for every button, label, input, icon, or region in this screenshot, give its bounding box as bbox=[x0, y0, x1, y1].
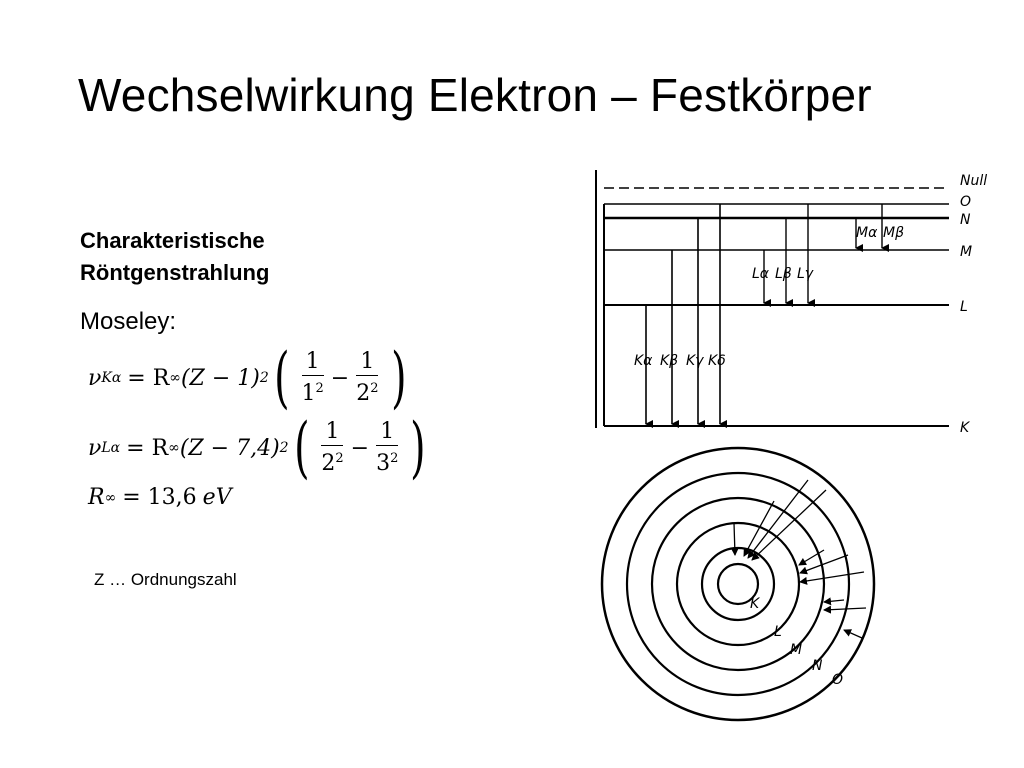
fraction-2-numerator: 1 bbox=[356, 349, 379, 376]
shell-label-k: K bbox=[750, 596, 761, 612]
formula-rhs-sub: ∞ bbox=[169, 370, 181, 386]
shell-n bbox=[625, 471, 851, 697]
xray-diagram: Null O N M L K Kα Kβ Kγ Kδ Lα Lβ Lγ Mα M… bbox=[595, 170, 987, 722]
label-m-beta: Mβ bbox=[883, 225, 904, 241]
arrow-o-to-m bbox=[823, 605, 867, 614]
formula-rhs-sub: ∞ bbox=[168, 440, 180, 456]
arrow-m-to-k bbox=[743, 500, 775, 557]
level-label-o: O bbox=[960, 194, 971, 210]
shell-k-outer bbox=[700, 546, 776, 622]
fraction-2: 1 32 bbox=[372, 419, 402, 477]
arrow-o-to-l bbox=[799, 571, 865, 585]
formula-rhs-a: = R bbox=[127, 365, 170, 391]
shell-label-n: N bbox=[812, 658, 823, 674]
formula-lhs: ν bbox=[88, 435, 102, 461]
label-m-alpha: Mα bbox=[856, 225, 878, 241]
formula-lhs-sub: Lα bbox=[101, 440, 121, 456]
label-k-delta: Kδ bbox=[708, 353, 726, 369]
formula-lhs: ν bbox=[88, 365, 102, 391]
fraction-1-numerator: 1 bbox=[321, 419, 344, 446]
minus-sign: − bbox=[350, 435, 370, 461]
fraction-1-numerator: 1 bbox=[301, 349, 324, 376]
arrow-m-to-l bbox=[798, 549, 825, 566]
slide-title: Wechselwirkung Elektron – Festkörper bbox=[78, 69, 872, 121]
ordnungszahl-note: Z … Ordnungszahl bbox=[94, 570, 237, 589]
formula-rhs-sup: 2 bbox=[279, 440, 289, 456]
level-label-n: N bbox=[960, 212, 971, 228]
label-k-gamma: Kγ bbox=[686, 353, 704, 369]
arrow-n-to-k bbox=[747, 479, 809, 559]
subtitle-line-1: Charakteristische bbox=[80, 228, 265, 253]
fraction-1-denominator: 12 bbox=[301, 381, 324, 406]
arrow-o-to-k bbox=[751, 489, 827, 561]
arrow-l-to-k bbox=[730, 522, 739, 556]
fraction-1-denominator: 22 bbox=[321, 451, 344, 476]
shell-m bbox=[650, 496, 826, 672]
shell-diagram bbox=[600, 446, 876, 722]
energy-level-diagram bbox=[595, 170, 949, 428]
formula-lhs-sub: ∞ bbox=[104, 489, 117, 506]
fraction-2-denominator: 22 bbox=[356, 381, 379, 406]
label-k-beta: Kβ bbox=[660, 353, 678, 369]
label-l-gamma: Lγ bbox=[797, 266, 814, 282]
arrow-n-to-l bbox=[799, 554, 849, 575]
level-label-null: Null bbox=[960, 173, 987, 189]
formula-rhs-b: (Z − 7,4) bbox=[179, 435, 280, 461]
label-k-alpha: Kα bbox=[634, 353, 653, 369]
label-l-beta: Lβ bbox=[775, 266, 792, 282]
fraction-2: 1 22 bbox=[352, 349, 382, 407]
minus-sign: − bbox=[330, 365, 350, 391]
shell-o bbox=[600, 446, 876, 722]
arrow-n-to-m bbox=[823, 597, 845, 606]
shell-label-l: L bbox=[774, 624, 782, 640]
shell-label-m: M bbox=[790, 642, 802, 658]
right-paren: ) bbox=[390, 339, 407, 416]
formula-rhs: = 13,6 bbox=[122, 485, 197, 510]
shell-k-inner bbox=[716, 562, 760, 606]
moseley-label: Moseley: bbox=[80, 308, 177, 335]
fraction-1: 1 12 bbox=[298, 349, 328, 407]
formula-rhs-sup: 2 bbox=[259, 370, 269, 386]
right-paren: ) bbox=[410, 409, 426, 486]
formula-unit: eV bbox=[202, 485, 232, 510]
level-label-m: M bbox=[960, 244, 972, 260]
subtitle-line-2: Röntgenstrahlung bbox=[80, 260, 270, 285]
label-l-alpha: Lα bbox=[752, 266, 770, 282]
left-paren: ( bbox=[293, 409, 310, 486]
arrow-o-to-n bbox=[843, 629, 863, 639]
shell-label-o: O bbox=[832, 672, 843, 688]
fraction-2-numerator: 1 bbox=[376, 419, 399, 446]
fraction-2-denominator: 32 bbox=[376, 451, 399, 476]
level-label-l: L bbox=[960, 299, 968, 315]
formula-rhs-a: = R bbox=[126, 435, 169, 461]
shell-l bbox=[675, 521, 801, 647]
left-paren: ( bbox=[273, 339, 290, 416]
level-label-k: K bbox=[960, 420, 971, 436]
formula-rydberg: R∞ = 13,6 eV bbox=[88, 485, 232, 510]
fraction-1: 1 22 bbox=[317, 419, 347, 477]
formula-lhs-sub: Kα bbox=[101, 370, 122, 386]
subtitle: Charakteristische Röntgenstrahlung bbox=[80, 225, 269, 289]
formula-rhs-b: (Z − 1) bbox=[180, 365, 260, 391]
formula-lhs: R bbox=[88, 485, 105, 510]
